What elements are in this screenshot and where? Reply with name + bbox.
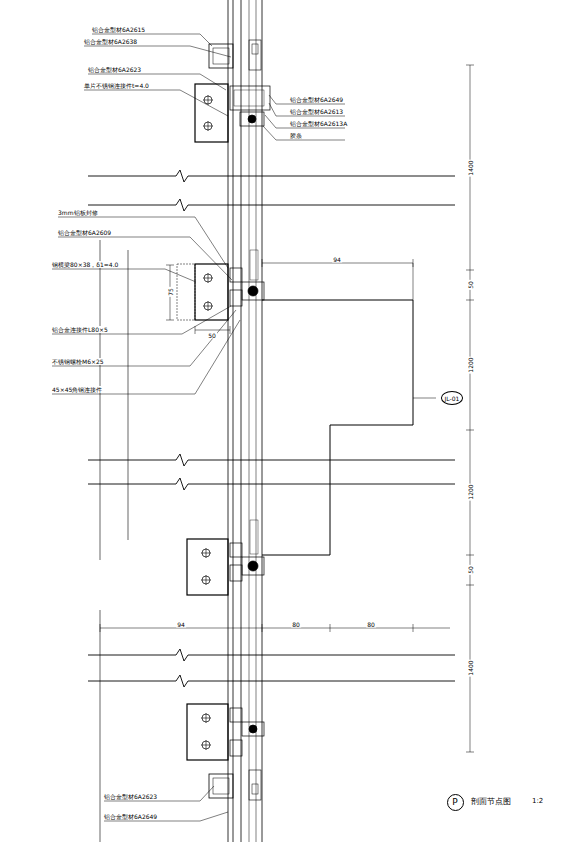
dimension: 94 <box>332 256 342 263</box>
part-label: 铝合金连接件L80×5 <box>52 326 108 333</box>
part-label: 铝合金型材6A2623 <box>88 66 141 73</box>
dimension: 1200 <box>467 483 474 500</box>
dimension: 94 <box>176 621 186 628</box>
break-lines <box>88 170 455 687</box>
part-label: 铝合金型材6A2623 <box>104 793 157 800</box>
part-label: 不锈钢螺栓M6×25 <box>52 358 104 365</box>
dimension: 50 <box>467 565 474 575</box>
mullion-lines <box>100 0 262 842</box>
dimension: 1200 <box>467 356 474 373</box>
scale-label: 1:2 <box>532 798 543 805</box>
part-label: 铝合金型材6A2609 <box>58 229 111 236</box>
view-circle: P <box>447 794 464 811</box>
aluminium-panel <box>262 300 413 555</box>
part-label: 铝合金型材6A2638 <box>84 38 137 45</box>
part-label: 45×45角钢连接件 <box>52 386 102 393</box>
part-label: 钢横梁80×38，δ1=4.0 <box>52 261 118 268</box>
dimension: 50 <box>207 332 217 339</box>
node-text: P <box>452 797 457 807</box>
part-label: 铝合金型材6A2613 <box>290 108 343 115</box>
dimension: 1400 <box>467 159 474 176</box>
part-label: 3mm铝板封修 <box>58 209 98 216</box>
steel-bracket <box>177 84 228 760</box>
part-label: 胶条 <box>290 132 302 139</box>
aluminium-profile <box>209 40 261 800</box>
dimension-lines <box>100 65 474 752</box>
dimension: 80 <box>366 621 376 628</box>
node-text: JL-01 <box>445 395 460 402</box>
transom-profile <box>230 86 270 756</box>
dimension: 1400 <box>467 659 474 676</box>
drawing-title: 剖面节点图 <box>471 798 511 805</box>
callout-ellipse: JL-01 <box>441 391 464 405</box>
part-label: 单片不锈钢连接件t=4.0 <box>84 82 149 89</box>
dimension: 80 <box>291 621 301 628</box>
part-label: 铝合金型材6A2649 <box>290 96 343 103</box>
dimension: 50 <box>467 280 474 290</box>
dimension: 75 <box>167 287 174 297</box>
part-label: 铝合金型材6A2613A <box>290 120 347 127</box>
part-label: 铝合金型材6A2615 <box>92 26 145 33</box>
leader-lines <box>52 34 345 821</box>
part-label: 铝合金型材6A2649 <box>104 813 157 820</box>
